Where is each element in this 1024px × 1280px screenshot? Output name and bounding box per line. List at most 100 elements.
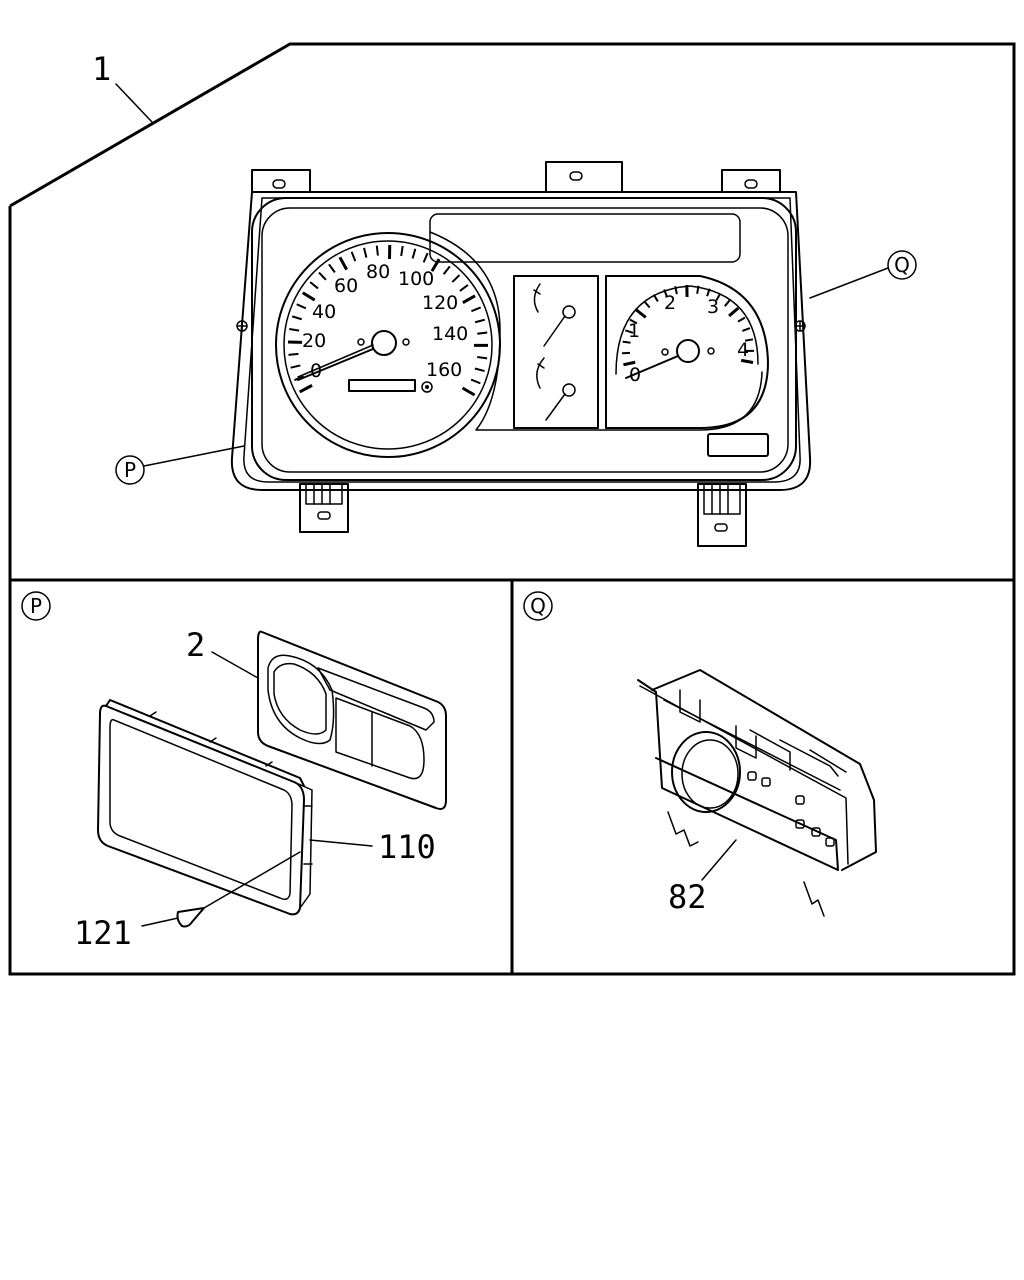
mounting-tab-top-left	[251, 169, 311, 193]
tacho-tick	[622, 340, 631, 344]
tacho-tick	[674, 286, 678, 295]
mounting-tab-top-right	[721, 169, 781, 193]
svg-text:P: P	[30, 594, 42, 618]
tachometer: 0 1 2 3 4	[605, 275, 769, 457]
tacho-tick	[623, 360, 636, 367]
speedo-label-120: 120	[422, 292, 458, 314]
diagram-frame	[8, 42, 1016, 976]
tacho-tick	[706, 288, 711, 297]
tacho-label-1: 1	[628, 320, 640, 342]
indicator-window	[707, 433, 769, 457]
speedo-tick	[299, 384, 313, 394]
speedo-tick	[470, 378, 481, 385]
svg-text:P: P	[124, 458, 136, 482]
bulb-sockets	[747, 771, 835, 847]
speedo-tick	[430, 258, 441, 272]
tacho-tick	[740, 358, 754, 364]
speedo-tick	[411, 248, 417, 259]
fuel-temp-gauges	[513, 275, 599, 429]
tacho-tick	[724, 299, 731, 307]
ref-callout-p: P	[115, 445, 245, 485]
side-screw-right	[794, 320, 806, 332]
speedo-tick	[459, 284, 469, 292]
speedo-tick	[474, 318, 486, 324]
svg-text:1: 1	[92, 50, 111, 88]
connector-right	[697, 483, 747, 547]
speedo-tick	[451, 274, 461, 283]
lcd-window	[429, 213, 741, 263]
side-screw-left	[236, 320, 248, 332]
speedo-label-40: 40	[312, 301, 336, 323]
speedo-tick	[296, 303, 307, 310]
tacho-label-3: 3	[707, 296, 719, 318]
tacho-tick	[663, 289, 668, 298]
speedo-tick	[400, 245, 404, 257]
speedo-tick	[477, 331, 488, 335]
speedo-tick	[462, 294, 476, 304]
tacho-tick	[625, 329, 634, 334]
speedo-label-60: 60	[334, 275, 358, 297]
speedometer: 0 20 40 60 80 100 120 140 160	[275, 232, 501, 458]
speedo-tick	[375, 245, 379, 256]
case-part	[637, 669, 877, 917]
tacho-tick	[744, 338, 754, 342]
speedo-label-160: 160	[426, 359, 462, 381]
speedo-tick	[442, 265, 451, 275]
callout-121: 121	[74, 914, 179, 952]
svg-text:Q: Q	[894, 253, 910, 277]
screw-part	[176, 851, 301, 928]
callout-2: 2	[186, 626, 259, 679]
bezel-part	[97, 699, 313, 916]
speedo-tick	[471, 306, 482, 313]
callout-82: 82	[668, 839, 737, 916]
tacho-needle	[625, 355, 679, 379]
speedo-tick	[301, 291, 316, 302]
svg-text:2: 2	[186, 626, 205, 664]
speedo-hub	[371, 330, 397, 356]
speedo-tick	[477, 356, 488, 360]
trip-reset-knob	[421, 381, 433, 393]
tacho-tick	[696, 285, 700, 294]
speedo-tick	[363, 247, 368, 258]
tacho-tick	[629, 318, 638, 325]
svg-text:121: 121	[74, 914, 132, 952]
speedo-tick	[474, 367, 485, 373]
speedo-tick	[318, 271, 327, 281]
speedo-tick	[309, 281, 319, 290]
odometer-window	[348, 379, 416, 392]
tacho-tick	[635, 308, 647, 319]
detail-q-label: Q	[523, 591, 553, 621]
tacho-label-4: 4	[737, 339, 749, 361]
tacho-tick	[742, 327, 751, 332]
speedo-label-140: 140	[432, 323, 468, 345]
tacho-tick	[652, 294, 659, 302]
tacho-tick	[728, 306, 740, 318]
tacho-tick	[737, 316, 746, 323]
speedo-tick	[461, 386, 476, 397]
callout-110: 110	[309, 828, 436, 866]
detail-q: Q	[523, 591, 877, 917]
speedo-label-20: 20	[302, 330, 326, 352]
connector-left	[299, 483, 349, 533]
tacho-tick	[643, 300, 651, 309]
speedo-needle	[297, 348, 374, 381]
speedo-tick	[291, 315, 303, 321]
tacho-label-2: 2	[664, 292, 676, 314]
speedo-tick	[350, 251, 357, 262]
mounting-tab-top-center	[545, 161, 623, 193]
speedo-tick	[422, 252, 429, 263]
speedo-label-0: 0	[310, 360, 322, 382]
lens-part	[257, 630, 447, 810]
speedo-tick	[288, 352, 299, 356]
callout-1: 1	[92, 50, 153, 123]
speedo-tick	[328, 263, 336, 273]
speedo-label-80: 80	[366, 261, 390, 283]
speedo-tick	[338, 256, 348, 271]
speedo-tick	[290, 364, 301, 369]
detail-p-label: P	[21, 591, 51, 621]
ref-callout-q: Q	[809, 250, 917, 299]
tacho-tick	[715, 292, 722, 301]
svg-text:82: 82	[668, 878, 707, 916]
detail-p: P 2 110	[21, 591, 447, 952]
